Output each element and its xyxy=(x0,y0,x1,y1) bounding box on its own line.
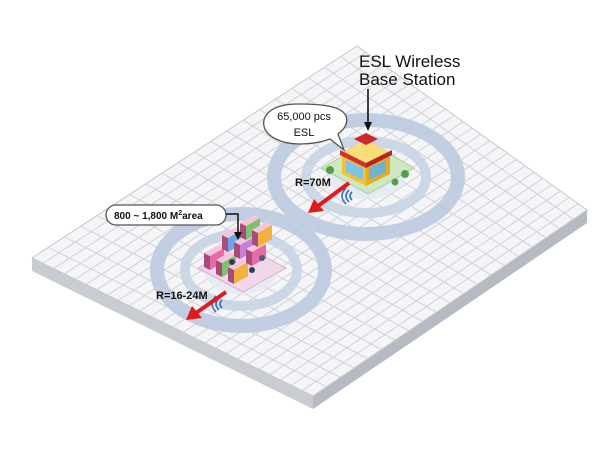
shelf xyxy=(258,225,272,247)
callout-area-pointer xyxy=(226,213,239,234)
tree-icon xyxy=(326,166,334,174)
radius-label-small: R=16-24M xyxy=(156,290,208,302)
shelf-side xyxy=(204,253,210,270)
shelf xyxy=(252,244,266,266)
floor-right-edge xyxy=(313,210,587,409)
shelf-side xyxy=(222,235,228,252)
title-line-2: Base Station xyxy=(359,70,455,89)
grid-line xyxy=(340,56,574,220)
store-building xyxy=(320,133,416,195)
callout-area-arrowhead xyxy=(234,232,242,240)
shelf xyxy=(234,262,248,284)
callout-area-text: 800 ~ 1,800 M2area xyxy=(114,210,203,222)
supermarket-floor xyxy=(196,215,288,293)
shelf-side xyxy=(234,242,240,259)
grid-line xyxy=(161,172,423,323)
store-door xyxy=(369,160,386,180)
shelf-side xyxy=(216,260,222,277)
shelf xyxy=(246,218,260,240)
callout-store-line-1: 65,000 pcs xyxy=(277,111,331,123)
shopper-icon xyxy=(229,259,235,265)
shelf xyxy=(210,248,224,270)
radius-arrow-small xyxy=(186,290,228,320)
title-pointer-arrow xyxy=(364,89,372,131)
floor-left-edge xyxy=(32,258,313,409)
grid-line xyxy=(210,140,464,295)
shelf-top xyxy=(216,252,236,263)
shelf-top xyxy=(204,245,224,256)
shelf-side xyxy=(246,249,252,266)
shelves xyxy=(204,215,272,284)
store-awning-side xyxy=(366,150,392,168)
shopper-icon xyxy=(249,267,255,273)
radius-label-large: R=70M xyxy=(295,177,331,189)
radius-arrow-large xyxy=(308,181,351,213)
shelf-top xyxy=(240,215,260,226)
tree-icon xyxy=(391,178,399,186)
callout-store: 65,000 pcs ESL xyxy=(263,103,348,152)
callout-area: 800 ~ 1,800 M2area xyxy=(105,204,242,240)
shelf-side xyxy=(228,267,234,284)
title-line-1: ESL Wireless xyxy=(359,52,460,71)
callout-store-line-2: ESL xyxy=(294,127,315,139)
store-sign xyxy=(354,133,378,145)
shelf-top xyxy=(252,222,272,233)
store-awning xyxy=(340,150,366,168)
shelf-top xyxy=(222,227,242,238)
store-window xyxy=(346,160,363,180)
tree-icon xyxy=(401,170,409,178)
wifi-icon-large xyxy=(341,187,353,205)
shelf-side xyxy=(252,230,258,247)
grid-line xyxy=(307,77,547,239)
shelf-top xyxy=(228,259,248,270)
shelf xyxy=(240,237,254,259)
shelf-side xyxy=(240,223,246,240)
shopper-icon xyxy=(259,255,265,261)
